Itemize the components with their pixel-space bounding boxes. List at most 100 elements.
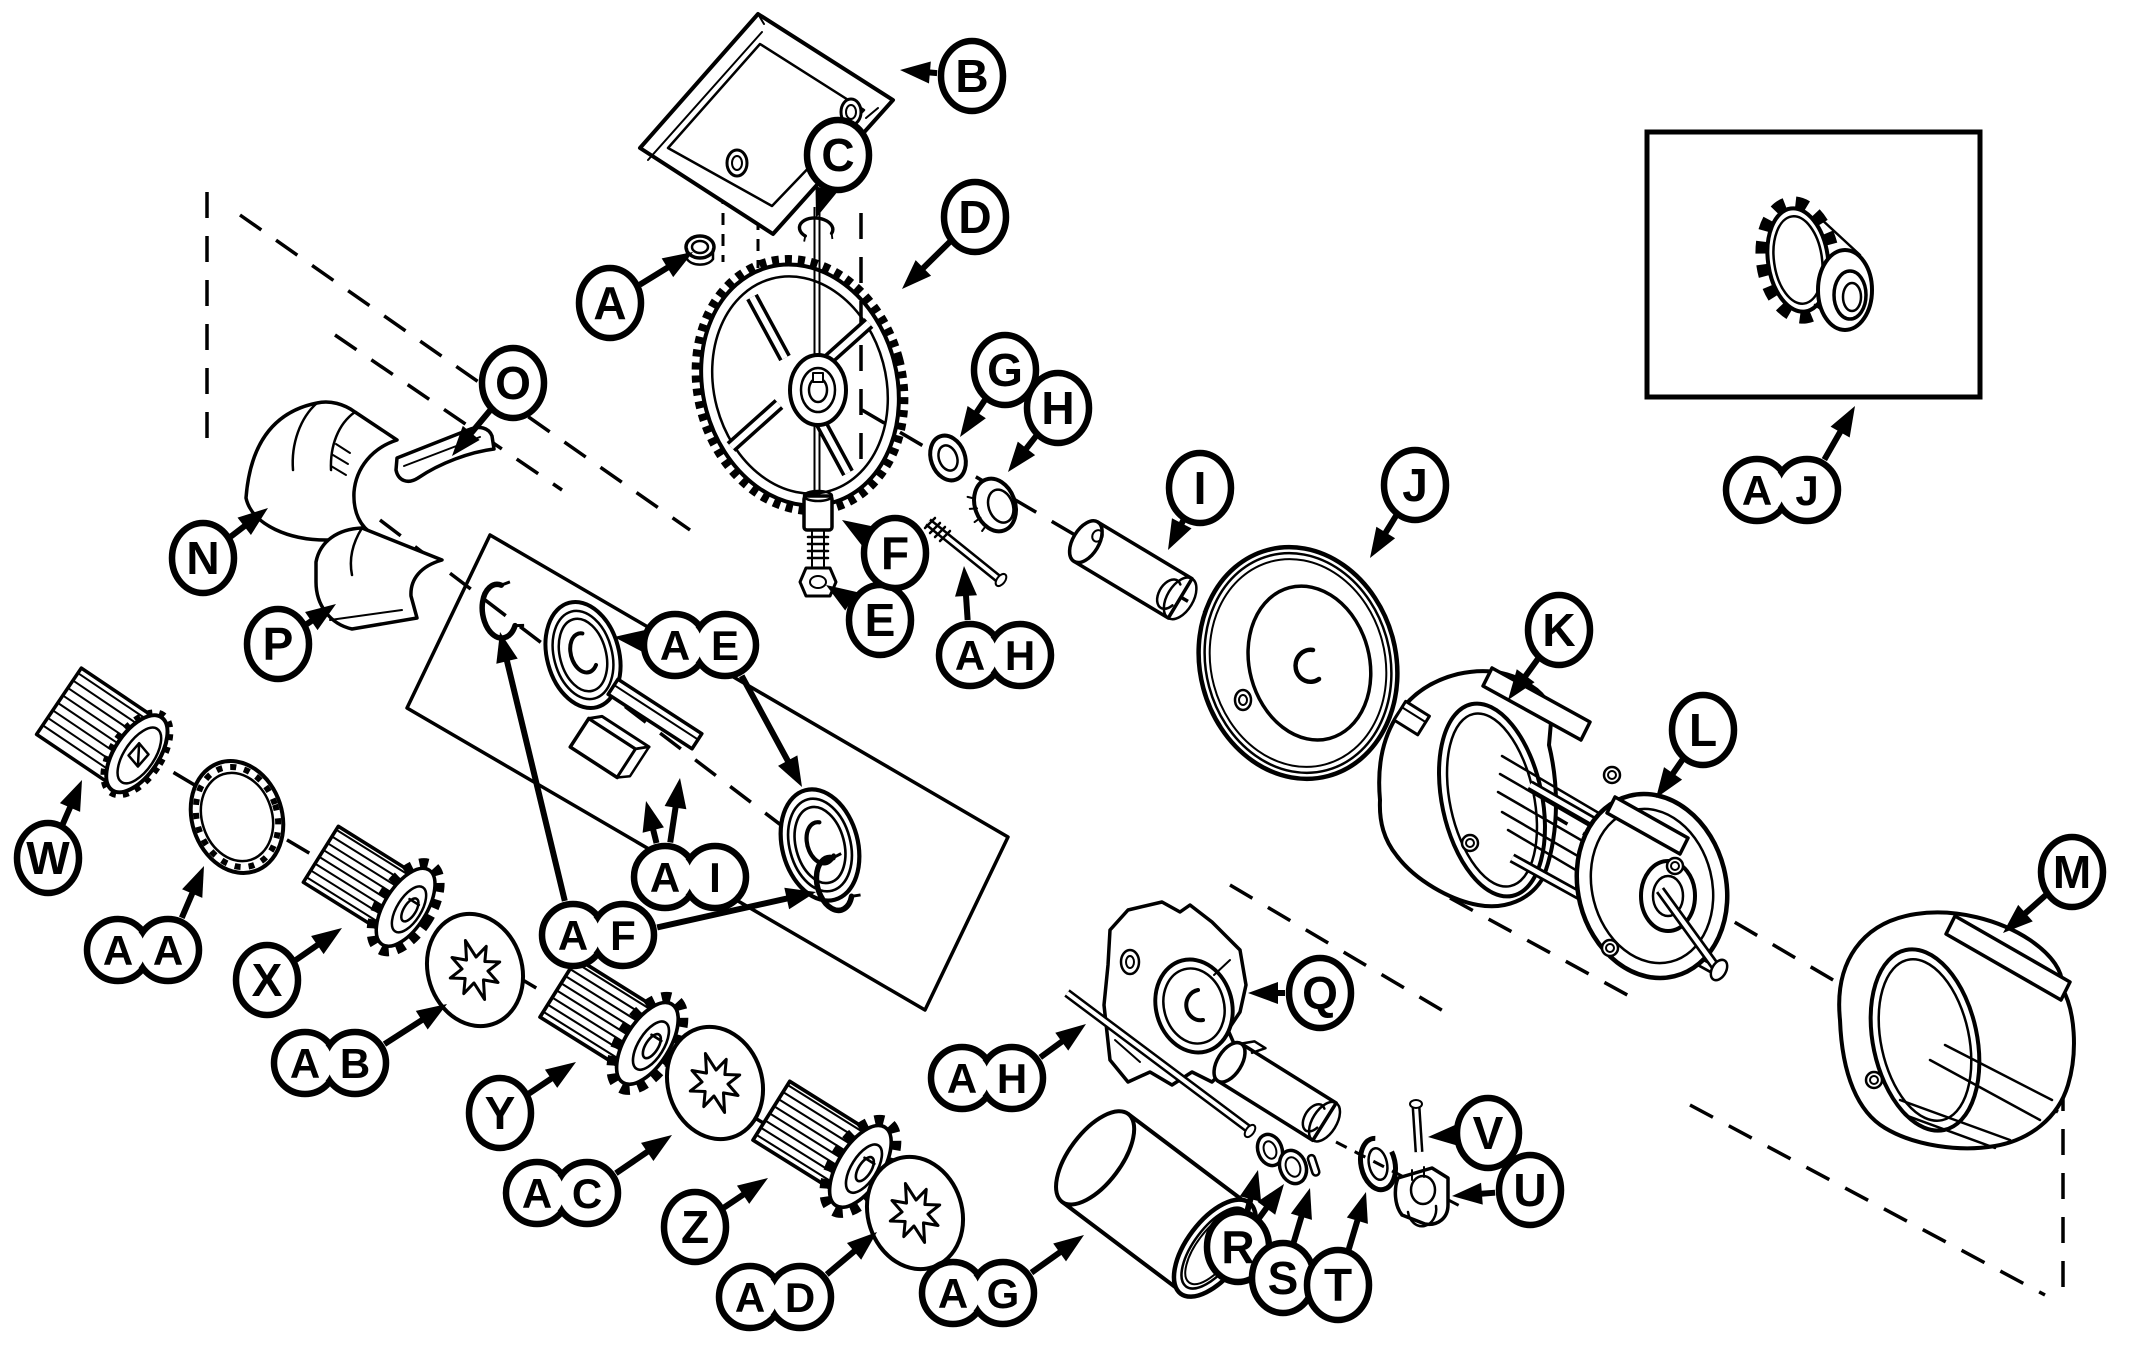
callout-letter-Z-0: Z	[681, 1201, 709, 1253]
gearcase-half-m	[1837, 910, 2076, 1151]
callout-N: N	[168, 508, 268, 597]
gearcase-k-shaft-stub	[1392, 699, 1431, 737]
callout-arrowhead-AF	[496, 632, 518, 664]
callout-D: D	[902, 178, 1010, 289]
callout-arrowhead-AA	[182, 866, 204, 898]
callout-P: P	[243, 604, 336, 683]
callout-letter-AH-0: A	[955, 632, 985, 679]
callout-letter-AH-1: H	[1005, 632, 1035, 679]
callout-arrow-T	[1345, 1216, 1362, 1253]
callout-arrowhead-O	[452, 425, 480, 456]
roller-w	[33, 662, 184, 806]
callout-G: G	[960, 331, 1040, 437]
callout-arrow-AJ	[1821, 427, 1845, 462]
callout-letter-V-0: V	[1473, 1107, 1504, 1159]
callout-arrowhead-A	[661, 252, 693, 278]
drum-j-hub	[1233, 647, 1322, 712]
callout-letter-AE-1: E	[711, 622, 739, 669]
clamp-u	[1393, 1166, 1450, 1228]
callout-B: B	[900, 37, 1007, 115]
callout-arrowhead-J	[1370, 526, 1396, 558]
callout-letter-AD-1: D	[785, 1274, 815, 1321]
callout-letter-S-0: S	[1268, 1252, 1299, 1304]
callout-arrowhead-AH2	[1055, 1024, 1086, 1051]
callout-arrow-O	[466, 407, 493, 438]
callout-letter-R-0: R	[1221, 1221, 1254, 1273]
callout-bubble-B	[937, 37, 1007, 115]
callout-arrow-AD	[824, 1246, 860, 1277]
callout-bubble-fill-AJ	[1779, 462, 1835, 518]
callout-arrow-AI	[667, 803, 680, 843]
callout-arrowhead-R	[1239, 1170, 1262, 1202]
centerline-upper-middle	[334, 333, 563, 492]
callout-bubble-U	[1495, 1151, 1565, 1229]
callout-bubble-G	[970, 331, 1040, 409]
callout-letter-D-0: D	[958, 191, 991, 243]
callout-bubble-D	[940, 178, 1010, 256]
callout-bubble-W	[13, 819, 83, 897]
callout-arrowhead-AD	[846, 1232, 877, 1260]
callout-arrow-AC	[614, 1147, 653, 1176]
callout-arrow-D	[918, 239, 953, 273]
callout-arrow-AA	[179, 888, 197, 920]
callout-arrowhead-AE	[778, 755, 802, 787]
callout-T: T	[1303, 1192, 1373, 1324]
callout-letter-Y-0: Y	[485, 1087, 516, 1139]
support-bracket-b	[638, 12, 895, 236]
callout-letter-A-0: A	[593, 277, 626, 329]
callout-arrowhead-L	[1656, 767, 1683, 798]
adjuster-bolt-e	[798, 566, 838, 598]
callout-arrow-A	[638, 263, 673, 288]
callout-arrowhead-G	[960, 405, 986, 437]
callout-M: M	[2003, 833, 2107, 933]
callout-bubble-F	[860, 514, 930, 592]
callout-bubble-fill-AA	[140, 922, 196, 978]
shaft-ah-upper	[923, 516, 1008, 588]
shaft-threads	[923, 516, 952, 543]
callout-bubble-fill-AG	[975, 1265, 1031, 1321]
callout-bubble-Q	[1285, 954, 1355, 1032]
callout-bubble-fill-AH2	[934, 1050, 990, 1106]
callout-letter-AJ-1: J	[1795, 467, 1818, 514]
callout-arrow-AH	[962, 591, 971, 621]
callout-bubble-fill-AF	[545, 907, 601, 963]
callout-Q: Q	[1248, 954, 1355, 1032]
callout-bubble-M	[2037, 833, 2107, 911]
callout-H: H	[1008, 369, 1093, 472]
callout-bubble-fill-AE	[697, 617, 753, 673]
callout-letter-AH2-1: H	[997, 1055, 1027, 1102]
callout-letter-P-0: P	[263, 618, 294, 670]
gearcase-m-inner-lines	[1898, 1043, 2054, 1150]
callout-arrowhead-H	[1008, 441, 1036, 472]
callout-letter-AI-0: A	[650, 854, 680, 901]
callout-bubble-Z	[660, 1188, 730, 1266]
callout-E: E	[826, 581, 915, 659]
callout-arrow-M	[2020, 892, 2048, 919]
callout-letter-AI-1: I	[709, 854, 721, 901]
callout-letter-T-0: T	[1324, 1259, 1352, 1311]
callout-arrowhead-E	[826, 585, 858, 611]
callout-letter-AF-0: A	[558, 912, 588, 959]
shaft-i-lower	[1212, 1040, 1342, 1143]
callout-arrowhead-D	[902, 260, 932, 289]
inset-box	[1644, 129, 1983, 400]
callout-bubble-fill-AE	[647, 617, 703, 673]
callout-arrowhead-AF	[784, 887, 816, 910]
callout-arrowhead-AC	[641, 1135, 672, 1161]
callout-letter-U-0: U	[1513, 1164, 1546, 1216]
callout-bubble-fill-AI	[687, 849, 743, 905]
callout-bubble-T	[1303, 1246, 1373, 1324]
callout-bubble-N	[168, 519, 238, 597]
callout-letter-W-0: W	[26, 832, 70, 884]
callout-arrow-AH2	[1038, 1036, 1067, 1060]
callout-letter-E-0: E	[865, 594, 896, 646]
callout-arrowhead-AB	[415, 1004, 447, 1030]
callout-U: U	[1452, 1151, 1565, 1229]
callout-bubble-fill-AB	[327, 1035, 383, 1091]
